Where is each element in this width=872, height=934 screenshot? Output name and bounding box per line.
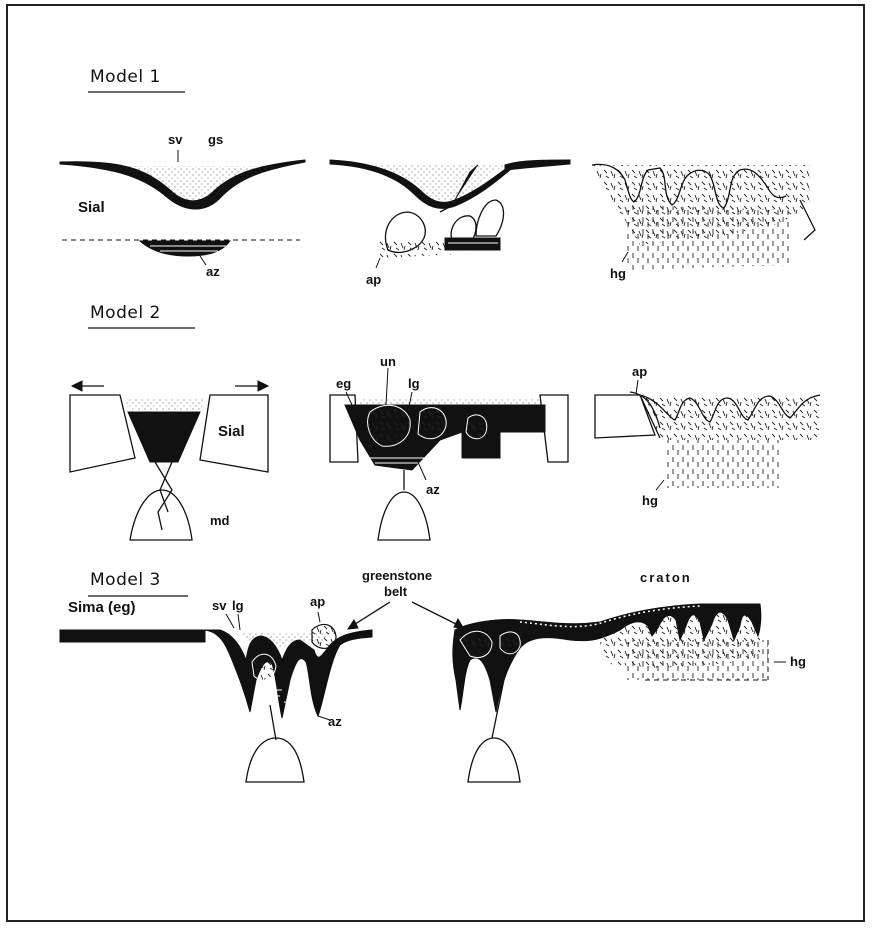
lg-pluton <box>252 654 276 680</box>
granite-body <box>640 395 820 440</box>
eg-leader <box>346 392 352 405</box>
granite-pluton <box>476 200 504 236</box>
label-ap-1: ap <box>366 272 381 287</box>
greenstone-belt-callout: greenstone belt <box>348 568 464 629</box>
feeder-line <box>270 705 276 740</box>
model-3-title: Model 3 <box>90 570 161 590</box>
label-sima-eg: Sima (eg) <box>68 599 136 616</box>
hg-body <box>665 440 780 488</box>
hg-leader <box>656 480 664 490</box>
ap-pluton <box>312 624 336 648</box>
model-1: Model 1 sv gs Sial az <box>60 67 815 287</box>
sial-block-left <box>70 395 135 472</box>
label-sv-3: sv <box>212 598 227 613</box>
label-sv: sv <box>168 132 183 147</box>
model-1-panel-1: sv gs Sial az <box>60 132 305 279</box>
rift-sediment <box>126 398 205 412</box>
sv-leader <box>226 614 234 628</box>
label-un: un <box>380 354 396 369</box>
label-gs: gs <box>208 132 223 147</box>
arrow-to-right-belt <box>412 602 460 626</box>
mantle-diapir <box>468 738 520 782</box>
label-sial-2: Sial <box>218 423 245 440</box>
hg-leader <box>622 252 628 262</box>
lg-leader <box>238 614 240 630</box>
model-1-panel-3: hg <box>592 164 815 281</box>
model-2: Model 2 Sial md <box>70 303 820 540</box>
label-hg-1: hg <box>610 266 626 281</box>
label-az-2: az <box>426 482 440 497</box>
label-craton: craton <box>640 570 692 585</box>
lg-pluton <box>466 415 487 439</box>
lg-pluton <box>418 408 446 439</box>
lg-pluton <box>368 405 411 446</box>
model-2-title: Model 2 <box>90 303 161 323</box>
ap-leader <box>318 612 320 622</box>
ap-leader <box>636 380 638 394</box>
label-greenstone: greenstone <box>362 568 432 583</box>
hg-body <box>625 205 790 270</box>
ap-leader <box>376 258 380 268</box>
model-1-title: Model 1 <box>90 67 161 87</box>
model-3-left-segment: sv lg ap az <box>60 594 372 782</box>
hg-body <box>625 640 768 680</box>
top-sediment <box>360 398 540 405</box>
mantle-diapir <box>378 492 430 540</box>
label-hg-3: hg <box>790 654 806 669</box>
az-leader <box>418 462 426 480</box>
lg-pluton <box>500 632 520 654</box>
label-lg-1: lg <box>408 376 420 391</box>
sima-layer <box>60 630 205 642</box>
label-ap-3: ap <box>310 594 325 609</box>
arrow-to-left-belt <box>352 602 390 626</box>
label-ap-2: ap <box>632 364 647 379</box>
model-2-panel-3: ap hg <box>595 364 820 508</box>
sediment-stipple <box>100 166 290 203</box>
label-az-3: az <box>328 714 342 729</box>
az-lens <box>140 241 230 256</box>
az-lens <box>445 238 500 250</box>
label-belt: belt <box>384 584 408 599</box>
label-eg: eg <box>336 376 351 391</box>
model-2-panel-1: Sial md <box>70 381 268 540</box>
mantle-diapir <box>246 738 304 782</box>
label-az-1: az <box>206 264 220 279</box>
label-md: md <box>210 513 230 528</box>
model-3-right-segment: craton hg <box>453 570 806 782</box>
rift-fill <box>128 412 200 462</box>
feeder-line <box>155 462 172 530</box>
model-2-panel-2: un eg lg az <box>330 354 568 540</box>
model-1-panel-2: ap <box>330 160 570 287</box>
label-lg-3: lg <box>232 598 244 613</box>
mantle-diapir <box>130 490 192 540</box>
label-sial-1: Sial <box>78 199 105 216</box>
model-3: Model 3 Sima (eg) sv lg ap az green <box>60 568 806 782</box>
label-hg-2: hg <box>642 493 658 508</box>
